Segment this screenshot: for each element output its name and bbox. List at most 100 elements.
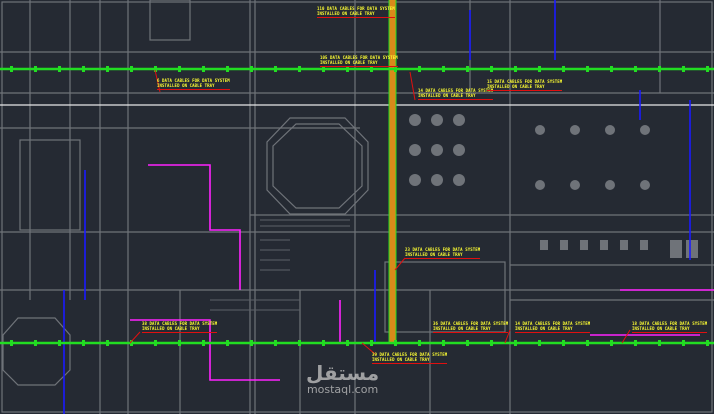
data-conduits xyxy=(63,0,691,414)
label-line2: INSTALLED ON CABLE TRAY xyxy=(487,84,563,91)
tray-support xyxy=(586,66,589,72)
label-line1: 36 DATA CABLES FOR DATA SYSTEM xyxy=(433,321,509,326)
tray-support xyxy=(34,66,37,72)
tray-support xyxy=(82,66,85,72)
watermark: مستقل mostaql.com xyxy=(306,362,379,396)
tray-support xyxy=(370,340,373,346)
tray-support xyxy=(298,340,301,346)
cable-trays xyxy=(0,67,714,345)
tray-support xyxy=(706,66,709,72)
tray-support xyxy=(226,66,229,72)
hatching xyxy=(210,219,350,311)
cable-tray-riser xyxy=(388,0,397,343)
label-line2: INSTALLED ON CABLE TRAY xyxy=(418,93,494,100)
tray-support xyxy=(322,340,325,346)
tray-support xyxy=(466,340,469,346)
tray-support xyxy=(154,66,157,72)
tray-support xyxy=(562,340,565,346)
label-line2: INSTALLED ON CABLE TRAY xyxy=(320,60,398,67)
tray-support xyxy=(34,340,37,346)
tray-support xyxy=(346,340,349,346)
label-line1: 39 DATA CABLES FOR DATA SYSTEM xyxy=(372,352,448,357)
label-line1: 14 DATA CABLES FOR DATA SYSTEM xyxy=(418,88,494,93)
label-line2: INSTALLED ON CABLE TRAY xyxy=(405,252,481,259)
tray-support xyxy=(442,66,445,72)
tray-support xyxy=(178,66,181,72)
power-conduits xyxy=(130,164,714,381)
tray-support xyxy=(658,340,661,346)
tray-support xyxy=(586,340,589,346)
label-line1: 23 DATA CABLES FOR DATA SYSTEM xyxy=(405,247,481,252)
tray-support xyxy=(466,66,469,72)
tray-support xyxy=(226,340,229,346)
tray-support xyxy=(442,340,445,346)
tray-support xyxy=(490,340,493,346)
tray-support xyxy=(610,340,613,346)
tray-support xyxy=(418,66,421,72)
tray-support xyxy=(490,66,493,72)
tray-support xyxy=(58,340,61,346)
tray-support xyxy=(274,340,277,346)
tray-support xyxy=(682,340,685,346)
label-line2: INSTALLED ON CABLE TRAY xyxy=(515,326,591,333)
furniture xyxy=(409,114,698,258)
tray-support xyxy=(610,66,613,72)
label-line2: INSTALLED ON CABLE TRAY xyxy=(317,11,395,18)
tray-support xyxy=(706,340,709,346)
label-line1: 110 DATA CABLES FOR DATA SYSTEM xyxy=(317,6,395,11)
leader-lines xyxy=(129,69,631,355)
tray-support xyxy=(346,66,349,72)
label-line2: INSTALLED ON CABLE TRAY xyxy=(157,83,230,90)
tray-support xyxy=(202,340,205,346)
label-line2: INSTALLED ON CABLE TRAY xyxy=(433,326,509,333)
label-line2: INSTALLED ON CABLE TRAY xyxy=(632,326,708,333)
label-line1: 14 DATA CABLES FOR DATA SYSTEM xyxy=(515,321,591,326)
label-line2: INSTALLED ON CABLE TRAY xyxy=(142,326,218,333)
label-line1: 18 DATA CABLES FOR DATA SYSTEM xyxy=(632,321,708,326)
tray-supports xyxy=(10,66,709,346)
tray-support xyxy=(514,66,517,72)
label-line1: 15 DATA CABLES FOR DATA SYSTEM xyxy=(487,79,563,84)
watermark-latin: mostaql.com xyxy=(306,383,379,396)
label-line2: INSTALLED ON CABLE TRAY xyxy=(372,357,448,364)
tray-support xyxy=(130,340,133,346)
tray-support xyxy=(682,66,685,72)
tray-support xyxy=(178,340,181,346)
tray-support xyxy=(250,66,253,72)
tray-support xyxy=(82,340,85,346)
tray-support xyxy=(562,66,565,72)
tray-support xyxy=(58,66,61,72)
label-line1: 38 DATA CABLES FOR DATA SYSTEM xyxy=(142,321,218,326)
tray-support xyxy=(418,340,421,346)
tray-support xyxy=(634,66,637,72)
tray-support xyxy=(10,66,13,72)
tray-support xyxy=(394,66,397,72)
label-line1: 105 DATA CABLES FOR DATA SYSTEM xyxy=(320,55,398,60)
tray-support xyxy=(154,340,157,346)
tray-support xyxy=(322,66,325,72)
label-line1: 6 DATA CABLES FOR DATA SYSTEM xyxy=(157,78,230,83)
tray-support xyxy=(298,66,301,72)
tray-support xyxy=(634,340,637,346)
watermark-arabic: مستقل xyxy=(306,361,380,385)
tray-support xyxy=(106,340,109,346)
tray-support xyxy=(130,66,133,72)
tray-support xyxy=(658,66,661,72)
tray-support xyxy=(106,66,109,72)
tray-support xyxy=(274,66,277,72)
tray-support xyxy=(202,66,205,72)
tray-support xyxy=(514,340,517,346)
